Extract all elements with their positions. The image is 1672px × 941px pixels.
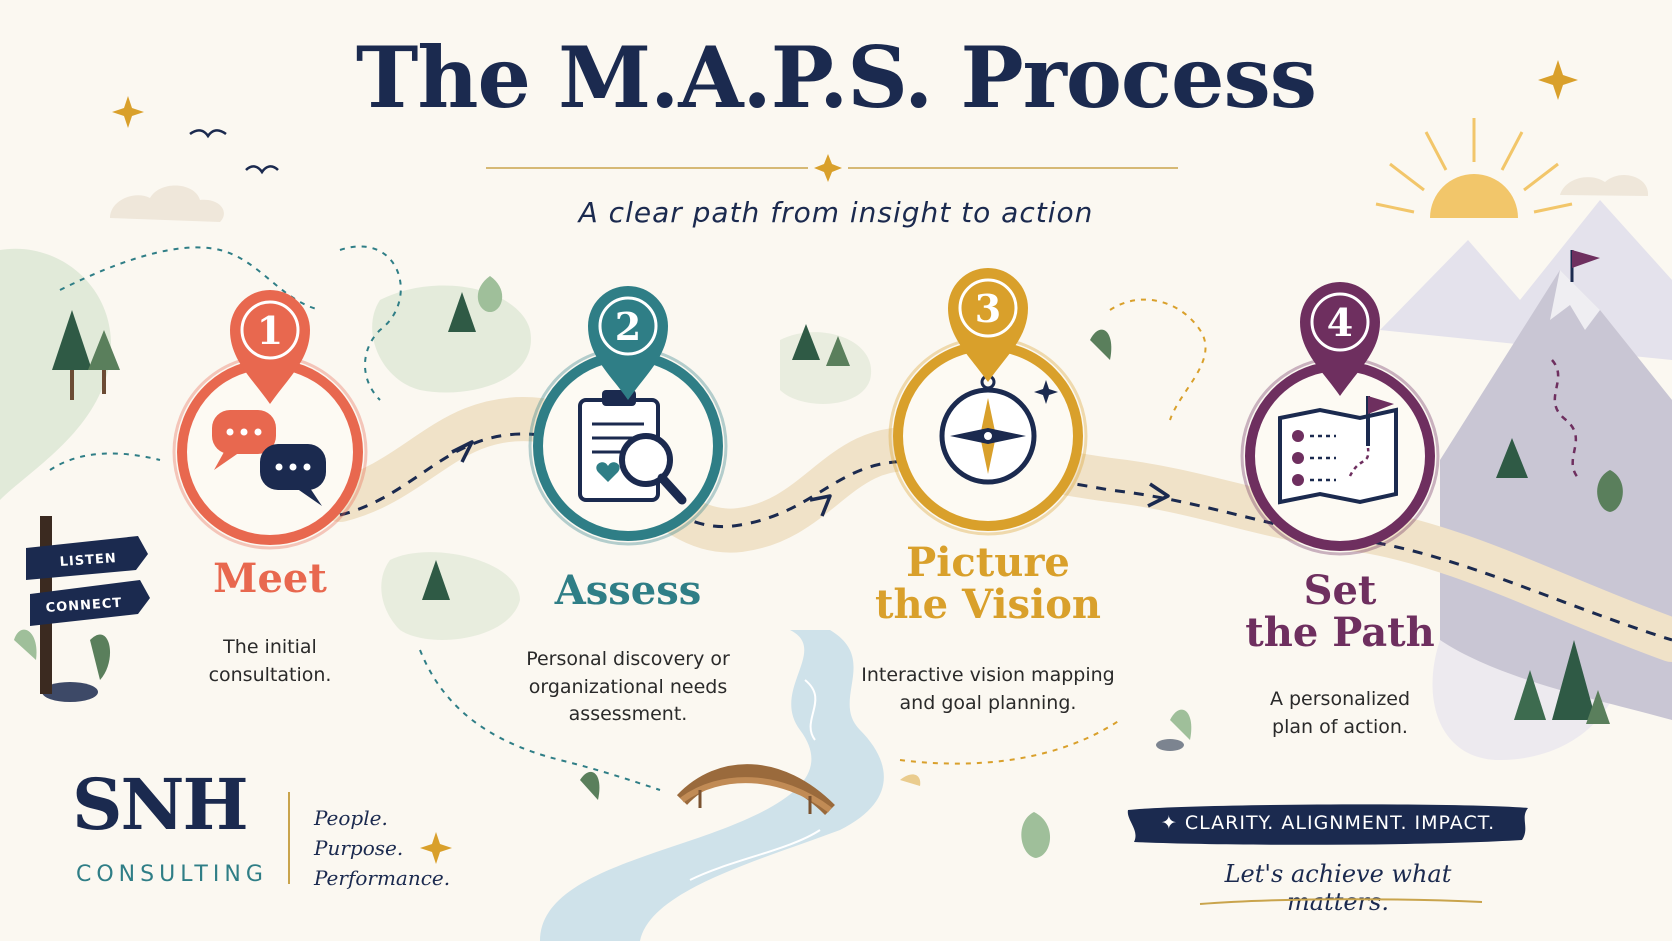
closing-script: Let's achieve what matters.: [1224, 860, 1452, 916]
step-name-line: Meet: [213, 555, 327, 602]
step-desc-line: A personalized: [1269, 688, 1411, 710]
step-desc-3: Interactive vision mapping and goal plann…: [838, 662, 1138, 717]
sparkle-icon: [112, 96, 144, 128]
step-number: 1: [257, 308, 283, 353]
banner-brush: [1127, 804, 1528, 845]
page-subtitle: A clear path from insight to action: [578, 196, 1094, 229]
logo-divider: [288, 792, 290, 884]
step-desc-line: consultation.: [208, 663, 332, 686]
map-pin-icon: 4: [1300, 282, 1380, 396]
step-name-line: Picture: [906, 539, 1070, 586]
signpost-icon: LISTEN CONNECT: [26, 516, 150, 694]
step-number: 4: [1327, 300, 1353, 345]
step-graphic-4: 4: [1240, 282, 1440, 556]
map-flag-icon: [1278, 396, 1398, 505]
step-graphic-3: 3: [888, 268, 1088, 536]
step-desc-1: The initial consultation.: [140, 634, 400, 689]
sun-icon: [1375, 118, 1573, 218]
chat-bubbles-icon: [212, 410, 326, 506]
step-desc-line: plan of action.: [1272, 715, 1408, 738]
map-pin-icon: 3: [948, 268, 1028, 382]
logo-mark: SNH: [72, 763, 249, 846]
step-name-2: Assess: [468, 570, 788, 612]
step-number: 3: [975, 286, 1001, 331]
step-number: 2: [615, 304, 641, 349]
bird-icon: [189, 129, 227, 139]
map-pin-icon: 2: [588, 286, 668, 400]
tree-icon: [52, 276, 1623, 858]
bird-icon: [245, 165, 279, 175]
signpost-connect: CONNECT: [45, 596, 123, 616]
script-underline: [1199, 898, 1483, 905]
step-name-line: Set: [1303, 567, 1377, 614]
clipboard-magnifier-icon: [578, 390, 687, 505]
step-graphic-2: 2: [528, 286, 728, 546]
compass-icon: [939, 374, 1058, 485]
banner-text: ✦ CLARITY. ALIGNMENT. IMPACT.: [1160, 812, 1496, 834]
logo-sub: CONSULTING: [76, 862, 268, 887]
step-name-1: Meet: [110, 558, 430, 600]
page-title: The M.A.P.S. Process: [355, 28, 1317, 127]
signpost-listen: LISTEN: [59, 551, 117, 570]
step-name-line: the Path: [1245, 609, 1435, 656]
step-desc-4: A personalized plan of action.: [1210, 686, 1470, 741]
sparkle-icon: [1538, 60, 1578, 100]
step-desc-line: Interactive vision mapping: [861, 664, 1115, 686]
step-name-line: the Vision: [875, 581, 1101, 628]
sparkle-icon: [420, 832, 452, 864]
divider-sparkle-icon: [814, 154, 842, 182]
tagline-people: People.: [314, 806, 388, 830]
step-desc-line: assessment.: [568, 703, 688, 726]
step-desc-line: Personal discovery or: [526, 648, 730, 670]
step-desc-2: Personal discovery or organizational need…: [478, 646, 778, 729]
step-desc-line: The initial: [223, 636, 317, 658]
tagline-performance: Performance.: [314, 866, 451, 890]
step-name-line: Assess: [554, 567, 702, 614]
step-desc-line: organizational needs: [528, 675, 728, 698]
bridge-icon: [676, 764, 835, 816]
step-graphic-1: 1: [172, 290, 368, 550]
map-pin-icon: 1: [230, 290, 310, 404]
tagline-purpose: Purpose.: [314, 836, 404, 860]
step-desc-line: and goal planning.: [899, 691, 1077, 714]
